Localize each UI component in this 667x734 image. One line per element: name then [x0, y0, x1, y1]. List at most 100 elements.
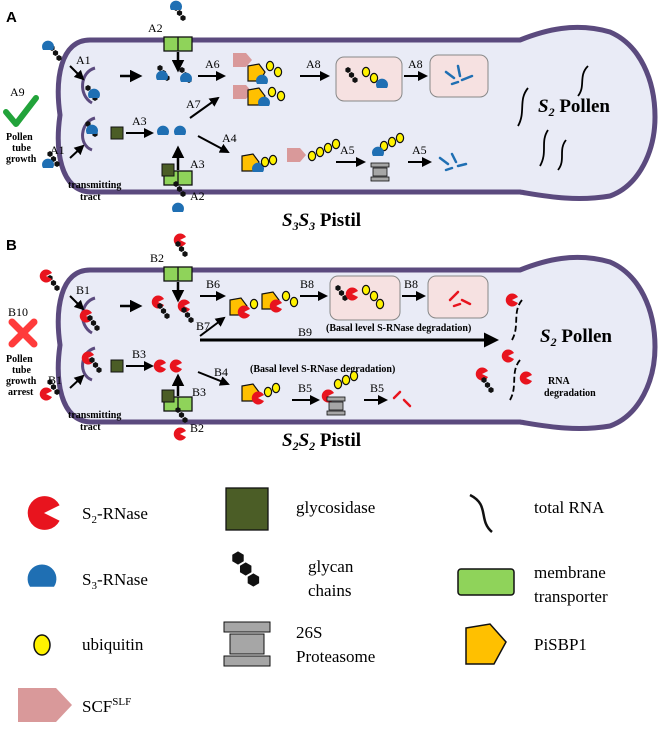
ubiquitin-icon [265, 60, 275, 72]
transporter-icon [163, 266, 193, 282]
growth-label-3: growth [6, 154, 37, 165]
s2-rnase-icon [173, 427, 186, 441]
cross-icon [8, 318, 38, 348]
legend-s3-rnase: S3-RNase [82, 570, 148, 592]
step-b10: B10 [8, 305, 28, 319]
ubiquitin-icon [341, 374, 351, 386]
total-rna-icon [509, 299, 523, 401]
step-b3-left: B3 [132, 347, 146, 361]
step-b5-left: B5 [298, 381, 312, 395]
step-a2-top: A2 [148, 21, 163, 35]
legend: S2-RNase glycosidase total RNA S3-RNase … [18, 487, 608, 722]
ubiquitin-icon [281, 290, 291, 302]
step-b2-top: B2 [150, 251, 164, 265]
transporter-legend-icon [457, 568, 515, 596]
ubiquitin-icon [249, 298, 259, 310]
check-icon [3, 95, 39, 127]
ubiquitin-icon [315, 146, 325, 158]
basal-label-top: (Basal level S-RNase degradation) [326, 323, 471, 334]
step-a7: A7 [186, 97, 201, 111]
step-a5-right: A5 [412, 143, 427, 157]
tract-label-1: transmitting [68, 180, 121, 191]
pollen-label-b: S2 Pollen [540, 326, 612, 349]
glycosidase-icon [161, 389, 175, 403]
ubiquitin-icon [323, 142, 333, 154]
pisbp1-legend-icon [465, 623, 507, 665]
step-a9: A9 [10, 85, 25, 99]
panel-b-letter: B [6, 237, 17, 254]
growth-label-1: Pollen [6, 132, 33, 143]
basal-label-bottom: (Basal level S-RNase degradation) [250, 364, 395, 375]
s2-rnase-legend-icon [27, 496, 60, 530]
fragments-icon [444, 64, 474, 86]
ubiquitin-icon [260, 156, 270, 168]
legend-glycosidase: glycosidase [296, 498, 375, 517]
step-b1-bottom: B1 [48, 373, 62, 387]
step-b6: B6 [206, 277, 220, 291]
step-b9: B9 [298, 325, 312, 339]
glycosidase-icon [161, 163, 175, 177]
ubiquitin-icon [276, 90, 286, 102]
transporter-icon [163, 36, 193, 52]
arrest-label-4: arrest [8, 387, 34, 398]
step-a1-top: A1 [76, 53, 91, 67]
ubiquitin-icon [375, 298, 385, 310]
ubiquitin-icon [369, 72, 379, 84]
arrest-label-2: tube [12, 365, 31, 376]
legend-membrane-1: membrane [534, 563, 606, 582]
legend-proteasome-2: Proteasome [296, 647, 375, 666]
panel-a: A A9 Pollen tube growth transmitting tra… [3, 0, 658, 233]
degradation-box [427, 275, 489, 319]
fragments-icon [392, 390, 412, 408]
legend-pisbp1: PiSBP1 [534, 635, 587, 654]
pollen-label-a: S2 Pollen [538, 96, 610, 119]
pistil-label-a: S3S3 Pistil [282, 210, 361, 233]
arrest-label-3: growth [6, 376, 37, 387]
pistil-label-b: S2S2 Pistil [282, 430, 361, 453]
s2-rnase-icon [39, 387, 52, 401]
s3-rnase-icon [170, 0, 182, 10]
glycosidase-icon [110, 126, 124, 140]
ubiquitin-icon [361, 66, 371, 78]
ubiquitin-icon [263, 386, 273, 398]
step-a5-left: A5 [340, 143, 355, 157]
ubiquitin-icon [273, 66, 283, 78]
proteasome-icon [370, 162, 390, 182]
step-b8-right: B8 [404, 277, 418, 291]
fragments-icon [438, 152, 468, 172]
glycan-legend-icon [232, 551, 260, 587]
step-b8-left: B8 [300, 277, 314, 291]
step-a6: A6 [205, 57, 220, 71]
ubiquitin-icon [268, 154, 278, 166]
step-b4: B4 [214, 365, 228, 379]
pollen-tube-a [55, 24, 658, 202]
degradation-box [335, 56, 403, 102]
legend-glycan-2: chains [308, 581, 351, 600]
step-b1-top: B1 [76, 283, 90, 297]
ubiquitin-icon [333, 378, 343, 390]
tract-label-b2: tract [80, 422, 101, 433]
ubiquitin-icon [267, 86, 277, 98]
step-b3-right: B3 [192, 385, 206, 399]
fragments-icon [448, 290, 472, 308]
glycosidase-icon [110, 359, 124, 373]
step-a3-left: A3 [132, 114, 147, 128]
step-b7: B7 [196, 319, 210, 333]
proteasome-legend-icon [223, 621, 271, 667]
ubiquitin-icon [361, 284, 371, 296]
total-rna-legend-icon [469, 493, 493, 533]
rna-label-1: RNA [548, 376, 570, 387]
legend-ubiquitin: ubiquitin [82, 635, 144, 654]
scf-legend-icon [18, 688, 72, 722]
degradation-box [329, 275, 401, 321]
ubiquitin-icon [331, 138, 341, 150]
ubiquitin-icon [307, 150, 317, 162]
panel-b: B B10 Pollen tube growth arrest transmit… [6, 233, 658, 453]
step-a1-bottom: A1 [50, 143, 65, 157]
arrest-label-1: Pollen [6, 354, 33, 365]
s3-rnase-icon [172, 202, 184, 212]
s3-rnase-legend-icon [27, 564, 57, 587]
legend-membrane-2: transporter [534, 587, 608, 606]
